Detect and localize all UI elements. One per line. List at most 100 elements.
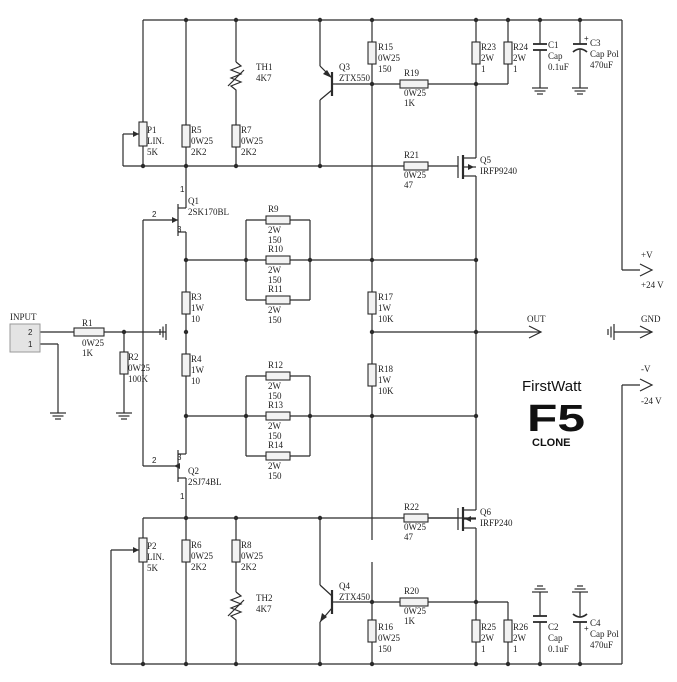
label-R22-ref: R22 <box>404 502 419 512</box>
resistor-R18 <box>367 363 377 387</box>
label-R26-l1: 2W <box>513 633 527 643</box>
out-label: OUT <box>527 314 546 324</box>
bjt-Q4 <box>319 584 336 623</box>
ground-icon <box>571 585 589 593</box>
potentiometer-P1 <box>132 121 148 147</box>
label-C2-l2: 0.1uF <box>548 644 569 654</box>
pin-label: 2 <box>152 456 157 465</box>
label-Q1-l1: 2SK170BL <box>188 207 229 217</box>
label-R14-l1: 2W <box>268 461 282 471</box>
label-R13-l1: 2W <box>268 421 282 431</box>
label-C1-l1: Cap <box>548 51 563 61</box>
label-C2-ref: C2 <box>548 622 559 632</box>
label-R25-l2: 1 <box>481 644 486 654</box>
gnd-label: GND <box>641 314 661 324</box>
ground-icon <box>531 585 549 593</box>
label-R26-ref: R26 <box>513 622 529 632</box>
label-R4-l2: 10 <box>191 376 201 386</box>
neg-rail-name: -V <box>641 364 651 374</box>
resistor-R3 <box>181 291 191 315</box>
pin-label: 1 <box>180 185 185 194</box>
jfet-Q2 <box>174 444 187 490</box>
label-R6-ref: R6 <box>191 540 202 550</box>
label-Q3-l1: ZTX550 <box>339 73 370 83</box>
label-R16-l1: 0W25 <box>378 633 400 643</box>
label-R24-l1: 2W <box>513 53 527 63</box>
pin-label: 3 <box>177 453 182 462</box>
label-R6-l1: 0W25 <box>191 551 213 561</box>
label-R18-ref: R18 <box>378 364 394 374</box>
label-Q6-ref: Q6 <box>480 507 491 517</box>
capacitor-C2 <box>533 615 547 623</box>
input-pin-label: 2 <box>28 328 33 337</box>
label-R25-l1: 2W <box>481 633 495 643</box>
label-R21-l2: 47 <box>404 180 414 190</box>
label-R19-ref: R19 <box>404 68 420 78</box>
label-R12-l2: 150 <box>268 391 282 401</box>
potentiometer-P2 <box>132 537 148 563</box>
label-R2-ref: R2 <box>128 352 139 362</box>
label-R1-ref: R1 <box>82 318 93 328</box>
label-Q1-ref: Q1 <box>188 196 199 206</box>
label-C4-l1: Cap Pol <box>590 629 619 639</box>
label-Q3-ref: Q3 <box>339 62 350 72</box>
label-R12-l1: 2W <box>268 381 282 391</box>
label-TH1-l1: 4K7 <box>256 73 272 83</box>
svg-text:+: + <box>584 34 589 43</box>
label-R15-l1: 0W25 <box>378 53 400 63</box>
label-P1-l1: LIN. <box>147 136 164 146</box>
logo-model: F5 <box>527 398 585 440</box>
label-R10-l1: 2W <box>268 265 282 275</box>
label-Q4-l1: ZTX450 <box>339 592 370 602</box>
label-R16-ref: R16 <box>378 622 394 632</box>
label-P2-l2: 5K <box>147 563 159 573</box>
resistor-R16 <box>367 619 377 643</box>
label-R20-l2: 1K <box>404 616 416 626</box>
mosfet-Q6 <box>457 505 477 531</box>
label-P2-ref: P2 <box>147 541 157 551</box>
label-R22-l2: 47 <box>404 532 414 542</box>
label-R19-l1: 0W25 <box>404 88 426 98</box>
label-R18-l2: 10K <box>378 386 394 396</box>
ground-icon <box>607 323 615 341</box>
neg-rail-value: -24 V <box>641 396 662 406</box>
label-R14-l2: 150 <box>268 471 282 481</box>
resistor-R14 <box>265 451 291 461</box>
bjt-Q3 <box>319 62 336 101</box>
ground-icon <box>115 412 133 420</box>
label-R6-l2: 2K2 <box>191 562 207 572</box>
label-P1-l2: 5K <box>147 147 159 157</box>
pos-rail-name: +V <box>641 250 653 260</box>
thermistor-TH2 <box>227 591 245 622</box>
resistor-R15 <box>367 41 377 65</box>
label-R25-ref: R25 <box>481 622 497 632</box>
resistor-R25 <box>471 619 481 643</box>
label-R12-ref: R12 <box>268 360 283 370</box>
label-R14-ref: R14 <box>268 440 284 450</box>
label-C4-ref: C4 <box>590 618 601 628</box>
label-C3-ref: C3 <box>590 38 601 48</box>
label-R2-l2: 100K <box>128 374 149 384</box>
label-R3-ref: R3 <box>191 292 202 302</box>
pos-rail-arrow <box>639 263 654 277</box>
resistor-R2 <box>119 351 129 375</box>
resistor-R11 <box>265 295 291 305</box>
label-R16-l2: 150 <box>378 644 392 654</box>
label-Q2-ref: Q2 <box>188 466 199 476</box>
label-C1-l2: 0.1uF <box>548 62 569 72</box>
resistor-R8 <box>231 539 241 563</box>
label-R24-l2: 1 <box>513 64 518 74</box>
label-R9-l2: 150 <box>268 235 282 245</box>
pin-label: 2 <box>152 210 157 219</box>
resistor-R9 <box>265 215 291 225</box>
label-R4-ref: R4 <box>191 354 202 364</box>
ground-icon <box>531 87 549 95</box>
resistor-R13 <box>265 411 291 421</box>
label-R10-ref: R10 <box>268 244 284 254</box>
resistor-R26 <box>503 619 513 643</box>
resistor-R19 <box>399 79 429 89</box>
label-R17-l2: 10K <box>378 314 394 324</box>
input-label: INPUT <box>10 312 37 322</box>
label-Q2-l1: 2SJ74BL <box>188 477 222 487</box>
